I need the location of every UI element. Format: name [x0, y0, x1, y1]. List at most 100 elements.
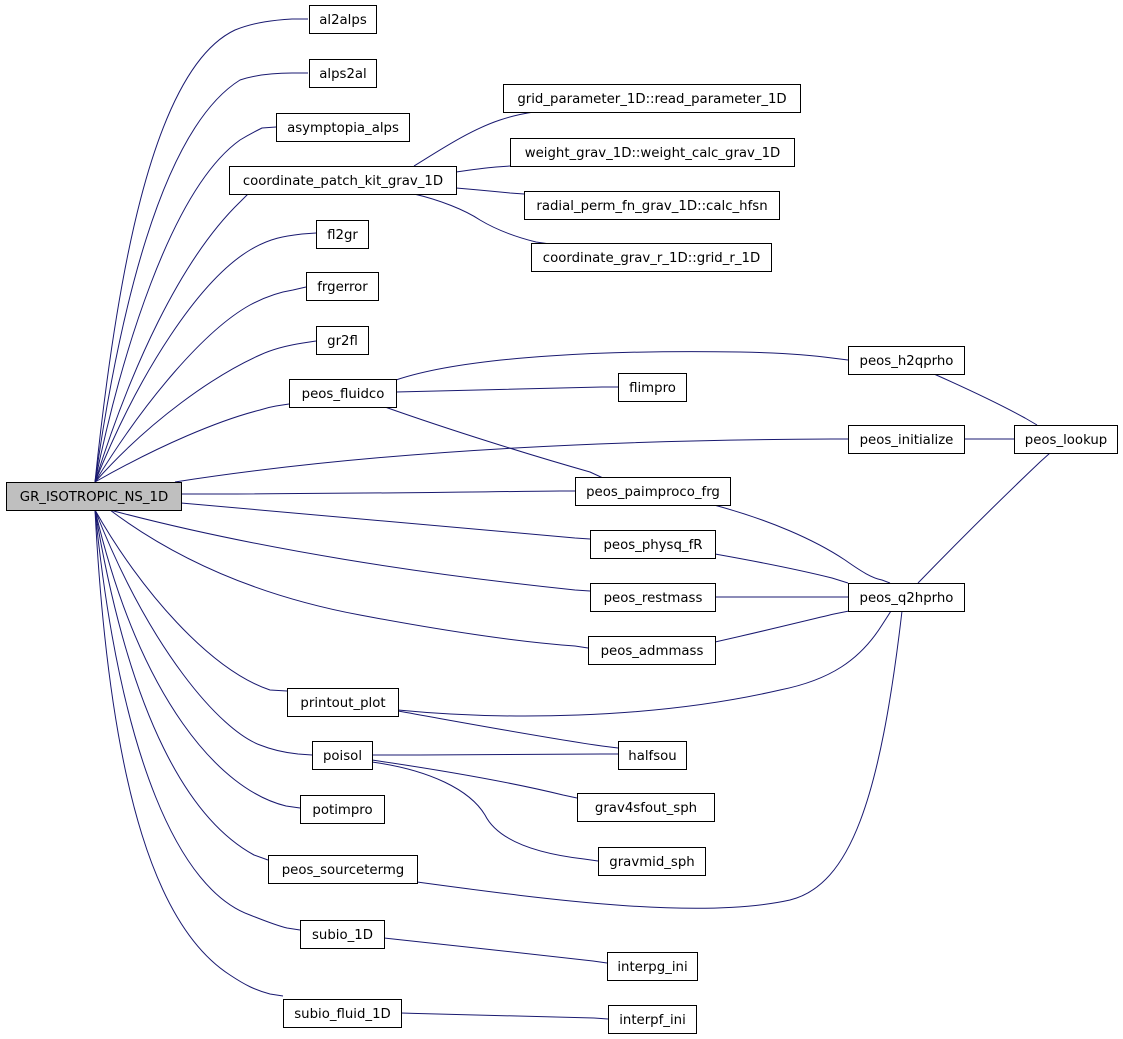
node-box	[503, 84, 801, 113]
node-label: subio_1D	[312, 928, 373, 943]
node-label: peos_restmass	[604, 591, 703, 606]
edge-coordinate_patch_kit_grav_1D-to-radial_perm	[455, 187, 525, 195]
edge-line	[94, 403, 290, 483]
edge-root-to-gr2fl	[94, 340, 317, 483]
edge-line	[94, 286, 307, 483]
edge-line	[94, 72, 308, 483]
node-box	[309, 59, 377, 88]
edge-coordinate_patch_kit_grav_1D-to-grid_parameter	[413, 111, 549, 167]
node-box	[531, 243, 772, 272]
node-subio-fluid-1d[interactable]: subio_fluid_1D	[283, 999, 402, 1028]
node-peos-admmass[interactable]: peos_admmass	[588, 636, 716, 665]
node-interpf-ini[interactable]: interpf_ini	[608, 1005, 697, 1034]
edge-line	[397, 610, 892, 717]
node-box	[510, 138, 795, 167]
node-peos-restmass[interactable]: peos_restmass	[590, 583, 716, 612]
node-label: interpf_ini	[619, 1013, 686, 1028]
edge-line	[416, 610, 904, 909]
edge-peos_fluidco-to-flimpro	[395, 386, 618, 393]
edge-root-to-poisol	[94, 509, 313, 756]
edge-root-to-coordinate_patch_kit_grav_1D	[94, 193, 249, 483]
node-peos-sourcetermg[interactable]: peos_sourcetermg	[268, 855, 418, 884]
nodes-layer: GR_ISOTROPIC_NS_1D al2alps alps2al asymptop…	[6, 5, 1118, 1034]
edge-line	[94, 509, 269, 861]
edge-printout_plot-to-halfsou	[397, 710, 619, 749]
edge-root-to-al2alps	[94, 18, 308, 483]
node-label: peos_q2hprho	[860, 591, 954, 606]
node-root[interactable]: GR_ISOTROPIC_NS_1D	[6, 482, 182, 511]
node-gravmid-sph[interactable]: gravmid_sph	[598, 847, 706, 876]
node-box	[618, 741, 687, 770]
edge-peos_admmass-to-peos_q2hprho	[714, 610, 850, 643]
node-label: peos_physq_fR	[603, 538, 702, 553]
edge-line	[395, 351, 849, 381]
node-coordinate-patch-kit-grav-1d[interactable]: coordinate_patch_kit_grav_1D	[229, 166, 457, 195]
node-label: peos_fluidco	[302, 387, 385, 402]
node-label: poisol	[323, 749, 362, 764]
node-frgerror[interactable]: frgerror	[306, 272, 379, 301]
edge-root-to-peos_physq_fR	[180, 502, 591, 540]
node-peos-initialize[interactable]: peos_initialize	[848, 425, 965, 454]
node-box	[316, 326, 369, 355]
node-coordinate-grav-r[interactable]: coordinate_grav_r_1D::grid_r_1D	[531, 243, 772, 272]
edge-root-to-peos_restmass	[109, 509, 591, 592]
node-peos-paimproco-frg[interactable]: peos_paimproco_frg	[575, 477, 731, 506]
edge-poisol-to-gravmid_sph	[371, 761, 599, 862]
node-box	[607, 952, 698, 981]
edge-line	[94, 509, 313, 756]
node-box	[598, 847, 706, 876]
edge-line	[94, 18, 308, 483]
node-box	[300, 795, 385, 824]
node-box	[590, 530, 716, 559]
node-grid-parameter[interactable]: grid_parameter_1D::read_parameter_1D	[503, 84, 801, 113]
node-printout-plot[interactable]: printout_plot	[287, 688, 399, 717]
node-label: asymptopia_alps	[287, 121, 399, 136]
edge-line	[383, 937, 608, 964]
node-alps2al[interactable]: alps2al	[309, 59, 377, 88]
edge-line	[917, 452, 1051, 584]
node-box	[590, 583, 716, 612]
edge-peos_q2hprho-to-peos_lookup	[917, 452, 1051, 584]
edge-coordinate_patch_kit_grav_1D-to-coordinate_grav_r	[413, 193, 551, 245]
node-weight-grav[interactable]: weight_grav_1D::weight_calc_grav_1D	[510, 138, 795, 167]
node-flimpro[interactable]: flimpro	[618, 373, 687, 402]
node-fl2gr[interactable]: fl2gr	[316, 220, 369, 249]
node-peos-q2hprho[interactable]: peos_q2hprho	[848, 583, 965, 612]
node-label: potimpro	[312, 803, 372, 818]
node-interpg-ini[interactable]: interpg_ini	[607, 952, 698, 981]
node-label: grav4sfout_sph	[595, 801, 697, 816]
edge-line	[109, 509, 591, 592]
node-peos-lookup[interactable]: peos_lookup	[1014, 425, 1118, 454]
edge-coordinate_patch_kit_grav_1D-to-weight_grav	[455, 165, 511, 173]
node-box	[306, 272, 379, 301]
node-peos-h2qprho[interactable]: peos_h2qprho	[848, 346, 965, 375]
node-grav4sfout-sph[interactable]: grav4sfout_sph	[577, 793, 715, 822]
edge-line	[94, 340, 317, 483]
node-box	[316, 220, 369, 249]
node-al2alps[interactable]: al2alps	[309, 5, 377, 34]
node-box	[608, 1005, 697, 1034]
node-potimpro[interactable]: potimpro	[300, 795, 385, 824]
node-radial-perm[interactable]: radial_perm_fn_grav_1D::calc_hfsn	[524, 191, 780, 220]
node-gr2fl[interactable]: gr2fl	[316, 326, 369, 355]
node-subio-1d[interactable]: subio_1D	[300, 920, 385, 949]
edge-line	[413, 111, 549, 167]
edge-line	[94, 126, 277, 483]
node-asymptopia-alps[interactable]: asymptopia_alps	[276, 113, 410, 142]
node-label: printout_plot	[300, 696, 385, 711]
edge-line	[94, 509, 284, 997]
node-peos-fluidco[interactable]: peos_fluidco	[289, 379, 397, 408]
node-peos-physq-fr[interactable]: peos_physq_fR	[590, 530, 716, 559]
edge-line	[400, 1012, 609, 1020]
node-label: peos_paimproco_frg	[586, 485, 720, 500]
node-label: peos_sourcetermg	[282, 863, 405, 878]
node-box	[229, 166, 457, 195]
edge-root-to-fl2gr	[94, 232, 317, 483]
edge-printout_plot-to-peos_q2hprho	[397, 610, 892, 717]
node-label: coordinate_grav_r_1D::grid_r_1D	[543, 251, 760, 266]
edge-line	[371, 753, 618, 756]
node-halfsou[interactable]: halfsou	[618, 741, 687, 770]
node-poisol[interactable]: poisol	[312, 741, 373, 770]
edge-peos_physq_fR-to-peos_q2hprho	[714, 553, 849, 584]
edge-peos_sourcetermg-to-peos_q2hprho	[416, 610, 904, 909]
